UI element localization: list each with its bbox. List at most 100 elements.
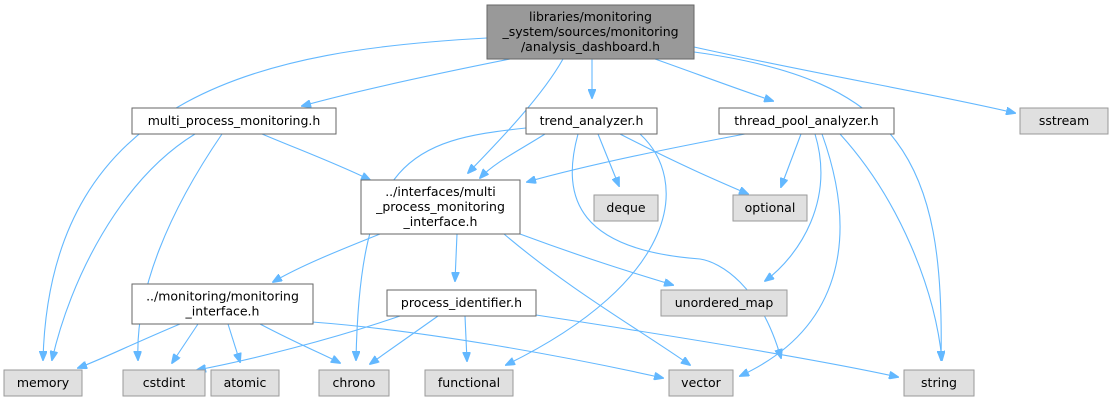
node-mp-interface[interactable]: ../interfaces/multi_process_monitoring_i… (360, 179, 521, 235)
node-label-line: vector (681, 375, 722, 390)
node-box (131, 283, 314, 325)
edge-line (654, 58, 773, 101)
node-deque: deque (593, 194, 659, 222)
edge-line (765, 133, 822, 281)
edge-line (261, 133, 370, 180)
edge-mon_interface-to-memory (78, 323, 181, 368)
edge-root-to-memory (43, 37, 488, 360)
node-vector: vector (668, 369, 734, 397)
edge-line (356, 127, 527, 360)
edge-line (370, 315, 439, 364)
edge-root-to-mp_interface (468, 58, 564, 173)
edge-multi_process-to-mp_interface (261, 133, 370, 180)
edge-line (480, 133, 546, 178)
edge-line (468, 58, 564, 173)
edge-line (503, 233, 690, 365)
edge-thread_pool-to-vector (740, 133, 841, 376)
edge-line (519, 233, 673, 285)
edge-root-to-string (693, 51, 941, 360)
edge-trend-to-mp_interface (480, 133, 546, 178)
edge-line (527, 133, 746, 182)
node-label-line: memory (17, 375, 70, 390)
node-box (122, 369, 206, 397)
edge-line (597, 133, 619, 186)
node-label-line: thread_pool_analyzer.h (734, 113, 878, 128)
edge-line (571, 133, 781, 358)
node-label-line: trend_analyzer.h (540, 113, 644, 128)
node-label-line: /analysis_dashboard.h (521, 39, 660, 54)
node-cstdint: cstdint (122, 369, 206, 397)
edge-line (455, 233, 457, 281)
edge-trend-to-chrono (356, 127, 527, 360)
node-mon-interface[interactable]: ../monitoring/monitoring_interface.h (131, 283, 314, 325)
node-string: string (903, 369, 975, 397)
node-multi-process[interactable]: multi_process_monitoring.h (131, 107, 337, 135)
node-label-line: deque (606, 200, 645, 215)
node-label-line: atomic (224, 375, 267, 390)
edge-mon_interface-to-chrono (259, 323, 340, 363)
edge-thread_pool-to-optional (781, 133, 802, 187)
edge-root-to-thread_pool (654, 58, 773, 101)
edge-mp_interface-to-vector (503, 233, 690, 365)
edge-root-to-sstream (693, 46, 1015, 113)
node-label-line: _process_monitoring (375, 199, 505, 214)
edge-line (43, 37, 488, 360)
edge-mon_interface-to-vector (311, 321, 663, 378)
node-box (718, 107, 895, 135)
node-box (386, 289, 537, 317)
edge-line (302, 58, 511, 106)
node-box (903, 369, 975, 397)
edge-line (506, 133, 667, 365)
node-label-line: _interface.h (403, 214, 478, 229)
node-root[interactable]: libraries/monitoring_system/sources/moni… (486, 4, 695, 60)
edge-mon_interface-to-cstdint (172, 323, 199, 363)
edge-root-to-multi_process (302, 58, 511, 106)
edge-mon_interface-to-atomic (227, 323, 240, 362)
node-label-line: chrono (333, 375, 376, 390)
edge-trend-to-functional (506, 133, 667, 365)
edge-line (839, 133, 942, 360)
edge-mp_interface-to-unordered_map (519, 233, 673, 285)
edge-process_id-to-chrono (370, 315, 439, 364)
node-trend[interactable]: trend_analyzer.h (525, 107, 658, 135)
node-box (210, 369, 280, 397)
node-optional: optional (732, 194, 808, 222)
edge-thread_pool-to-string (839, 133, 942, 360)
node-unordered-map: unordered_map (660, 289, 788, 317)
edge-mp_interface-to-mon_interface (273, 233, 381, 282)
node-box (660, 289, 788, 317)
node-box (360, 179, 521, 235)
node-label-line: ../monitoring/monitoring (146, 289, 299, 304)
node-sstream: sstream (1019, 107, 1109, 135)
node-label-line: _interface.h (185, 304, 260, 319)
node-box (1019, 107, 1109, 135)
edge-line (138, 133, 223, 360)
node-process-id[interactable]: process_identifier.h (386, 289, 537, 317)
node-label-line: _system/sources/monitoring (501, 24, 678, 39)
edge-line (781, 133, 802, 187)
edge-line (311, 321, 663, 378)
node-label-line: functional (438, 375, 500, 390)
node-box (593, 194, 659, 222)
node-thread-pool[interactable]: thread_pool_analyzer.h (718, 107, 895, 135)
edge-trend-to-unordered_map (571, 133, 781, 358)
node-memory: memory (3, 369, 83, 397)
edge-line (619, 133, 748, 194)
node-functional: functional (424, 369, 514, 397)
node-box (732, 194, 808, 222)
edge-multi_process-to-cstdint (138, 133, 223, 360)
edge-trend-to-optional (619, 133, 748, 194)
node-label-line: unordered_map (675, 295, 774, 310)
node-box (668, 369, 734, 397)
edge-line (227, 323, 240, 362)
edge-line (465, 315, 467, 361)
edge-line (535, 314, 898, 377)
node-label-line: string (921, 375, 957, 390)
edge-trend-to-deque (597, 133, 619, 186)
node-chrono: chrono (318, 369, 390, 397)
node-label-line: ../interfaces/multi (385, 184, 496, 199)
edge-mp_interface-to-process_id (455, 233, 457, 281)
edge-line (172, 323, 199, 363)
node-label-line: process_identifier.h (401, 295, 522, 310)
